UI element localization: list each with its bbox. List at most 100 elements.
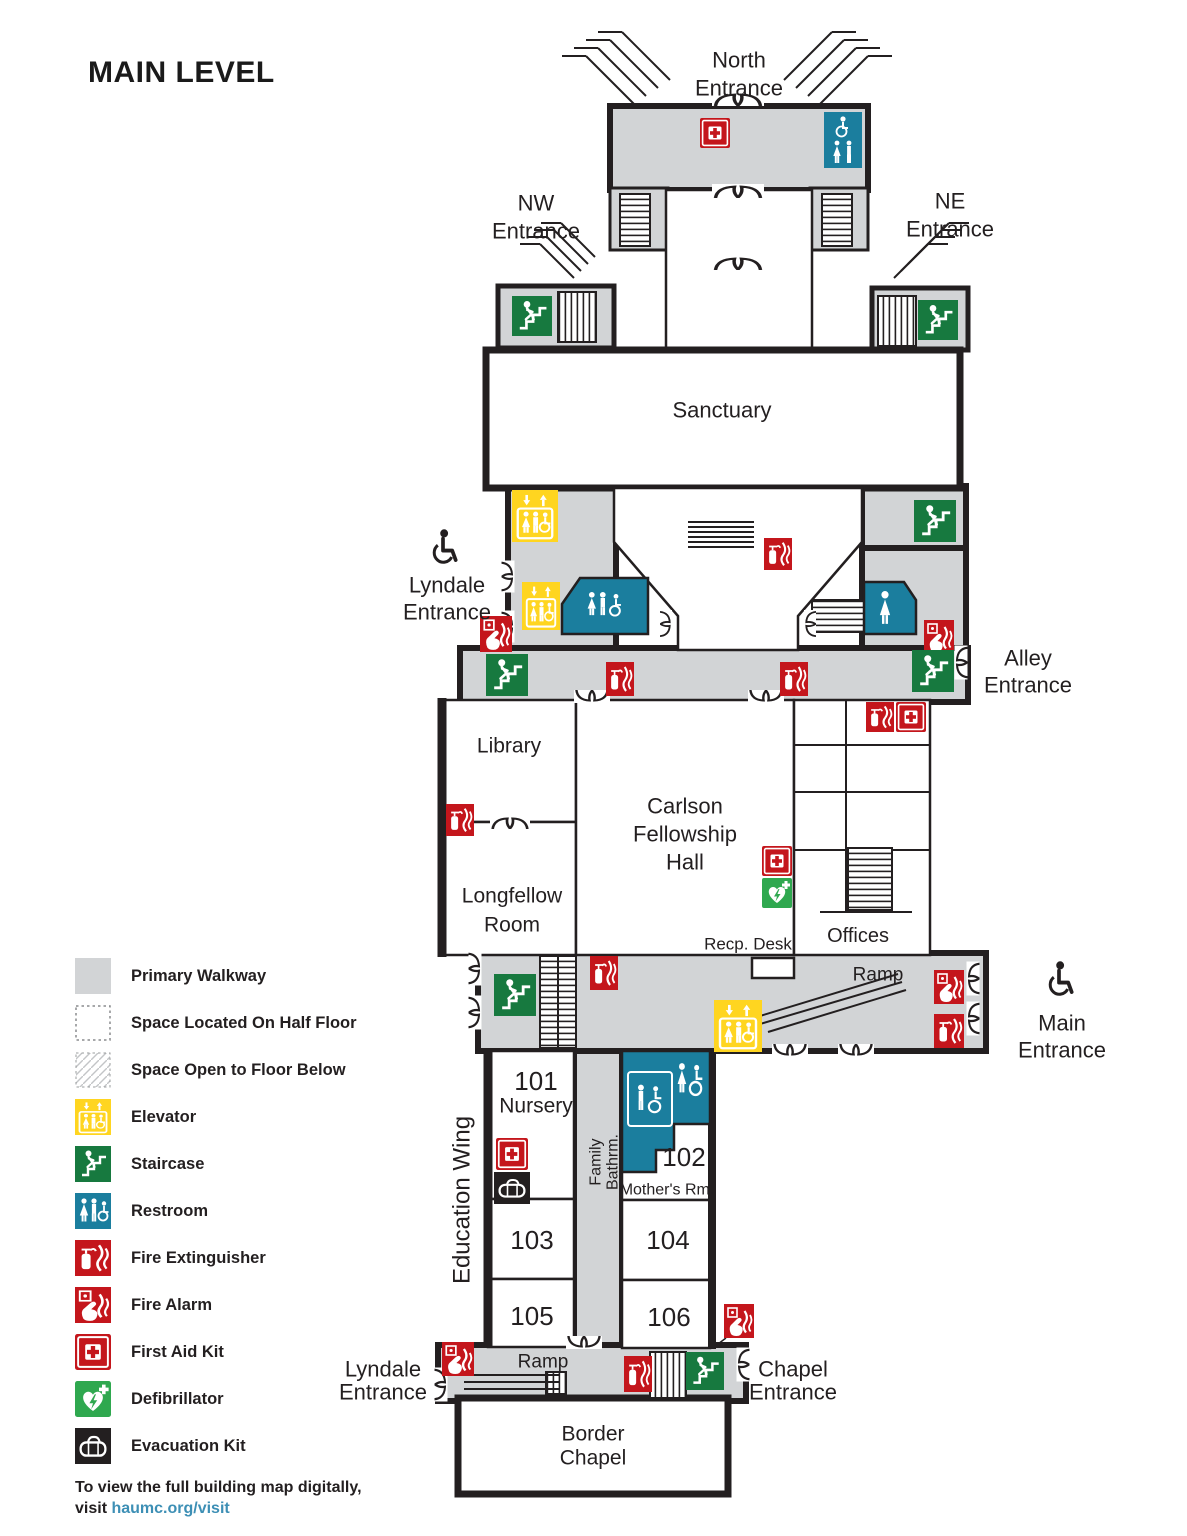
legend-item: Elevator xyxy=(75,1099,405,1135)
exterior-walls xyxy=(437,698,716,1349)
first-aid-kit-icon xyxy=(896,702,926,732)
legend-label: Space Open to Floor Below xyxy=(131,1060,346,1079)
legend-label: Fire Alarm xyxy=(131,1295,213,1314)
room-label-carlson: Carlson xyxy=(647,794,723,819)
footer-visit-prefix: visit xyxy=(75,1499,112,1517)
room-label-mothers: Mother's Rm. xyxy=(620,1182,715,1199)
svg-text:Chapel: Chapel xyxy=(560,1447,627,1470)
chancel-steps xyxy=(688,521,754,548)
fire-extinguisher-icon xyxy=(764,538,792,570)
label-ramp-lower: Ramp xyxy=(518,1352,569,1373)
footer-note: To view the full building map digitally,… xyxy=(75,1478,362,1520)
legend-label: Fire Extinguisher xyxy=(131,1248,266,1267)
fire-alarm-icon xyxy=(75,1287,111,1323)
staircase-icon xyxy=(512,296,552,336)
fire-extinguisher-icon xyxy=(590,956,618,990)
fire-alarm-icon xyxy=(442,1342,474,1376)
room-label-101: 101 xyxy=(514,1066,557,1096)
defibrillator-icon xyxy=(75,1381,111,1417)
family-bathroom-area xyxy=(620,1049,712,1174)
restroom-icon xyxy=(75,1193,111,1229)
evacuation-kit-icon xyxy=(75,1428,111,1464)
room-border-chapel xyxy=(454,1394,732,1498)
fire-extinguisher-icon xyxy=(934,1014,964,1048)
legend-label: Defibrillator xyxy=(131,1389,224,1408)
legend-label: Primary Walkway xyxy=(131,966,267,985)
legend-item: Space Open to Floor Below xyxy=(75,1052,405,1088)
staircase-icon xyxy=(686,1352,724,1390)
staircase-icon xyxy=(75,1146,111,1182)
legend-item: Primary Walkway xyxy=(75,958,405,994)
label-family-bathrm: Family xyxy=(588,1138,605,1185)
legend-item: Evacuation Kit xyxy=(75,1428,405,1464)
staircase-icon xyxy=(912,650,954,692)
entrance-label-lyndale-upper: Lyndale xyxy=(409,573,485,598)
fire-alarm-icon xyxy=(934,970,964,1004)
room-label-104: 104 xyxy=(646,1225,689,1255)
room-label-library: Library xyxy=(477,735,542,758)
footer-text: To view the full building map digitally, xyxy=(75,1479,362,1496)
open-below-swatch xyxy=(75,1052,111,1088)
label-recp-desk: Recp. Desk xyxy=(704,935,792,954)
staircase-icon xyxy=(486,654,528,696)
staircase-icon xyxy=(494,974,536,1016)
room-chancel xyxy=(612,486,864,652)
room-library xyxy=(440,698,578,824)
legend-item: First Aid Kit xyxy=(75,1334,405,1370)
legend-item: Fire Alarm xyxy=(75,1287,405,1323)
legend-label: Restroom xyxy=(131,1201,209,1220)
footer-link[interactable]: haumc.org/visit xyxy=(111,1499,230,1517)
rooms xyxy=(440,188,964,1498)
evacuation-kit-icon xyxy=(494,1172,530,1204)
room-label-105: 105 xyxy=(510,1301,553,1331)
fire-extinguisher-icon xyxy=(866,702,894,732)
svg-text:Entrance: Entrance xyxy=(1018,1038,1106,1063)
legend-item: Defibrillator xyxy=(75,1381,405,1417)
page-title: MAIN LEVEL xyxy=(88,56,275,89)
legend-item: Restroom xyxy=(75,1193,405,1229)
svg-text:Entrance: Entrance xyxy=(906,217,994,242)
svg-text:Room: Room xyxy=(484,914,540,937)
placed-icons xyxy=(432,118,1074,1392)
svg-text:Entrance: Entrance xyxy=(339,1380,427,1405)
legend-label: Space Located On Half Floor xyxy=(131,1013,357,1032)
room-label-longfellow: Longfellow xyxy=(462,885,563,908)
room-label-border-chapel: Border xyxy=(561,1423,624,1446)
stair-hatches xyxy=(539,193,917,1399)
entrance-label-north: North xyxy=(712,48,766,73)
first-aid-kit-icon xyxy=(75,1334,111,1370)
first-aid-kit-icon xyxy=(762,846,792,876)
legend-item: Space Located On Half Floor xyxy=(75,1005,405,1041)
room-label-nursery: Nursery xyxy=(499,1095,573,1118)
room-carlson-hall xyxy=(574,698,796,957)
elevator-icon xyxy=(512,490,558,542)
entrance-label-chapel: Chapel xyxy=(758,1357,828,1382)
elevator-icon xyxy=(714,1000,762,1052)
staircase-icon xyxy=(918,300,958,340)
entrance-label-main: Main xyxy=(1038,1011,1086,1036)
room-label-102: 102 xyxy=(662,1142,705,1172)
restroom-areas xyxy=(560,112,918,1174)
staircase-icon xyxy=(914,500,956,542)
fire-alarm-icon xyxy=(724,1304,754,1338)
room-label-sanctuary: Sanctuary xyxy=(672,398,771,423)
labels: North Entrance NW Entrance NE Entrance S… xyxy=(339,48,1106,1470)
legend-label: First Aid Kit xyxy=(131,1342,224,1361)
room-label-106: 106 xyxy=(647,1302,690,1332)
elevator-icon xyxy=(522,582,560,630)
svg-text:Fellowship: Fellowship xyxy=(633,822,737,847)
entrance-label-nw: NW xyxy=(518,191,555,216)
defibrillator-icon xyxy=(762,878,792,908)
entrance-label-ne: NE xyxy=(935,189,966,214)
entrance-label-lyndale-lower: Lyndale xyxy=(345,1357,421,1382)
half-floor-swatch xyxy=(75,1005,111,1041)
womens-restroom-area xyxy=(862,580,918,636)
room-offices xyxy=(792,698,932,957)
education-corridor xyxy=(571,1048,625,1350)
primary-walkway-swatch xyxy=(75,958,111,994)
fire-alarm-icon xyxy=(924,620,954,654)
svg-text:Bathrm.: Bathrm. xyxy=(605,1134,622,1190)
legend-label: Elevator xyxy=(131,1107,197,1126)
room-sanctuary xyxy=(482,346,964,492)
